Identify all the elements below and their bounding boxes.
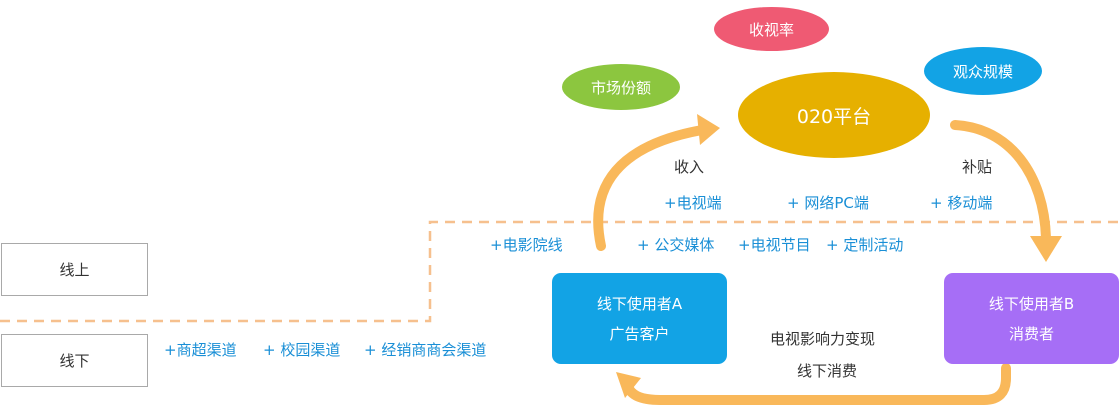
arrow-subsidy-to-consumer bbox=[950, 120, 1051, 243]
channel-campus: + 校园渠道 bbox=[263, 341, 341, 359]
user-b-role: 消费者 bbox=[1008, 324, 1054, 343]
arrowhead-subsidy bbox=[1030, 236, 1062, 262]
audience-scale-ellipse: 观众规模 bbox=[924, 47, 1042, 95]
offline-consume-label: 线下消费 bbox=[797, 362, 858, 380]
channel-supermarket: +商超渠道 bbox=[164, 341, 237, 359]
channel-web-pc: + 网络PC端 bbox=[787, 194, 869, 212]
channel-distributor: + 经销商商会渠道 bbox=[364, 341, 487, 359]
market-share-label: 市场份额 bbox=[590, 78, 651, 97]
arrow-consumer-to-advertiser bbox=[623, 363, 1011, 405]
user-a-role: 广告客户 bbox=[609, 324, 670, 343]
offline-section-box: 线下 bbox=[1, 334, 148, 387]
arrowhead-offline-consume bbox=[616, 372, 641, 398]
subsidy-label: 补贴 bbox=[962, 158, 993, 176]
market-share-ellipse: 市场份额 bbox=[562, 64, 680, 110]
user-a-title: 线下使用者A bbox=[596, 294, 683, 313]
tv-influence-label: 电视影响力变现 bbox=[770, 330, 876, 348]
online-section-box: 线上 bbox=[1, 243, 148, 296]
rating-ellipse: 收视率 bbox=[714, 7, 829, 51]
rating-label: 收视率 bbox=[748, 20, 794, 39]
income-label: 收入 bbox=[674, 158, 705, 176]
platform-ellipse: 020平台 bbox=[738, 72, 930, 158]
user-a-box: 线下使用者A 广告客户 bbox=[552, 273, 727, 364]
channel-custom-event: + 定制活动 bbox=[826, 236, 904, 254]
channel-public-transport: + 公交媒体 bbox=[637, 236, 715, 254]
channel-mobile: + 移动端 bbox=[930, 194, 993, 212]
channel-tv-program: +电视节目 bbox=[738, 236, 811, 254]
platform-label: 020平台 bbox=[796, 105, 872, 128]
audience-scale-label: 观众规模 bbox=[952, 62, 1013, 81]
user-b-box: 线下使用者B 消费者 bbox=[944, 273, 1119, 364]
user-b-title: 线下使用者B bbox=[988, 294, 1075, 313]
channel-cinema: +电影院线 bbox=[490, 236, 563, 254]
offline-section-label: 线下 bbox=[59, 352, 90, 370]
online-offline-divider bbox=[0, 220, 1120, 323]
online-section-label: 线上 bbox=[59, 261, 90, 279]
arrowhead-income bbox=[697, 114, 720, 145]
channel-tv: +电视端 bbox=[664, 194, 722, 212]
arrow-income-to-platform bbox=[593, 125, 707, 251]
